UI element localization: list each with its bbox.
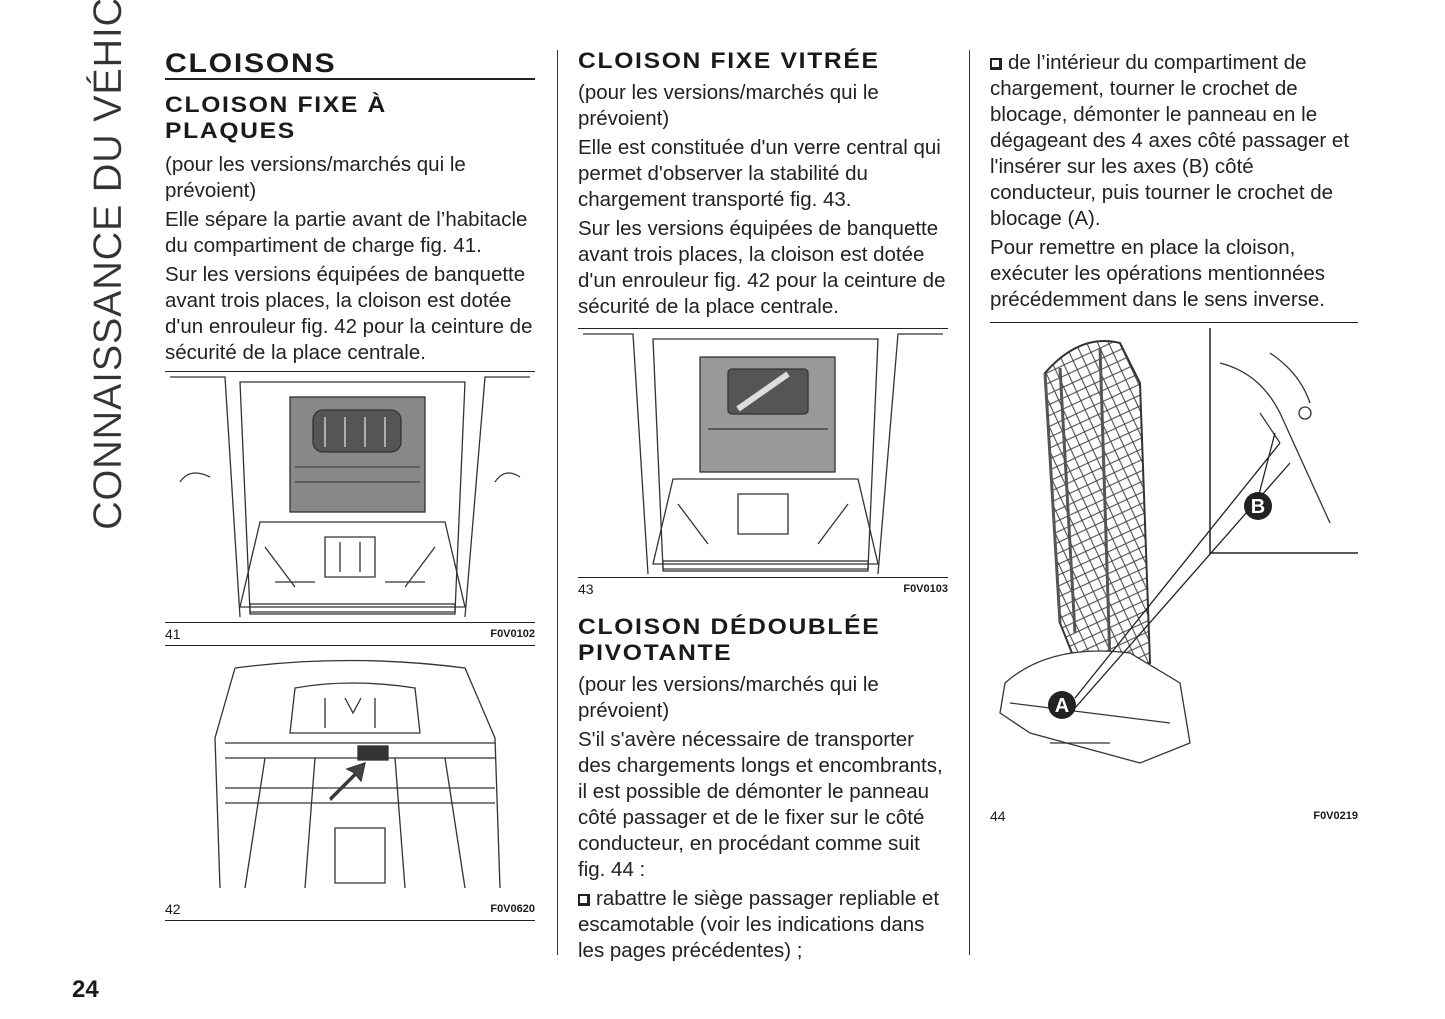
subsection-title: CLOISON FIXE À PLAQUES: [165, 92, 388, 143]
bullet-box-icon: [990, 58, 1002, 70]
page-number: 24: [72, 976, 99, 1003]
figure-43: 43 F0V0103: [578, 328, 948, 600]
paragraph: Pour remettre en place la cloison, exécu…: [990, 236, 1326, 311]
column-3: de l’intérieur du compartiment de charge…: [990, 50, 1358, 316]
paragraph: S'il s'avère nécessaire de transporter d…: [578, 728, 943, 881]
subsection-title: CLOISON DÉDOUBLÉE PIVOTANTE: [578, 614, 881, 665]
figure-code: F0V0102: [490, 628, 535, 640]
bullet-item: rabattre le siège passager repliable et …: [578, 886, 950, 964]
figure-44: B A 44 F0V0219: [990, 322, 1358, 827]
paragraph: Sur les versions équipées de banquette a…: [578, 217, 946, 318]
paragraph: Sur les versions équipées de banquette a…: [165, 263, 533, 364]
paragraph: (pour les versions/marchés qui le prévoi…: [165, 153, 466, 202]
bullet-text: de l’intérieur du compartiment de charge…: [990, 51, 1350, 230]
glazed-partition-illustration: [583, 333, 943, 575]
figure-41: 41 F0V0102: [165, 371, 535, 646]
column-2: CLOISON FIXE VITRÉE (pour les versions/m…: [578, 48, 950, 323]
subsection-title: CLOISON FIXE VITRÉE: [578, 48, 880, 73]
figure-number: 41: [165, 626, 181, 642]
figure-code: F0V0219: [1313, 810, 1358, 822]
divider: [165, 78, 535, 80]
column-1: CLOISONS CLOISON FIXE À PLAQUES (pour le…: [165, 48, 535, 369]
bullet-text: rabattre le siège passager repliable et …: [578, 887, 940, 962]
partition-retractor-illustration: [214, 659, 501, 889]
figure-code: F0V0620: [490, 903, 535, 915]
pivoting-partition-illustration: B A: [999, 328, 1358, 764]
section-sidebar-title: CONNAISSANCE DU VÉHICULE: [86, 0, 130, 530]
figure-number: 44: [990, 808, 1006, 824]
callout-a: A: [1055, 695, 1069, 717]
section-title: CLOISONS: [165, 48, 337, 78]
bullet-item: de l’intérieur du compartiment de charge…: [990, 50, 1358, 232]
column-divider: [557, 50, 558, 955]
figure-code: F0V0103: [903, 583, 948, 595]
callout-b: B: [1251, 496, 1265, 518]
figure-42: 42 F0V0620: [165, 658, 535, 921]
paragraph: (pour les versions/marchés qui le prévoi…: [578, 673, 879, 722]
column-2-lower: CLOISON DÉDOUBLÉE PIVOTANTE (pour les ve…: [578, 614, 950, 967]
bullet-box-icon: [578, 894, 590, 906]
paragraph: (pour les versions/marchés qui le prévoi…: [578, 81, 879, 130]
figure-number: 43: [578, 581, 594, 597]
paragraph: Elle est constituée d'un verre central q…: [578, 136, 941, 211]
figure-number: 42: [165, 901, 181, 917]
column-divider: [969, 50, 970, 955]
cargo-partition-plates-illustration: [170, 376, 530, 618]
paragraph: Elle sépare la partie avant de l’habitac…: [165, 208, 528, 257]
